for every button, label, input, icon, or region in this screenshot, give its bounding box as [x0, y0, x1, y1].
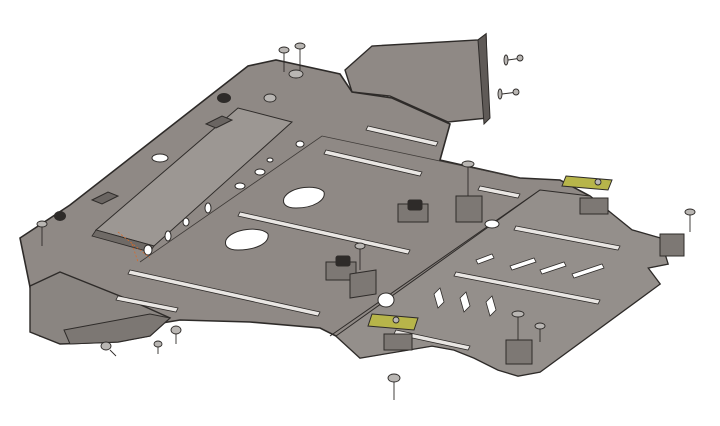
access-holes [143, 140, 500, 308]
dimension-hints [117, 231, 151, 263]
small-slots [433, 253, 605, 317]
bracket-cutouts [90, 115, 234, 205]
front-apron [29, 271, 172, 345]
mounting-brackets [325, 195, 685, 365]
fasteners [36, 42, 696, 400]
rubber-plugs [54, 93, 231, 221]
ventilation-slots [115, 125, 621, 351]
